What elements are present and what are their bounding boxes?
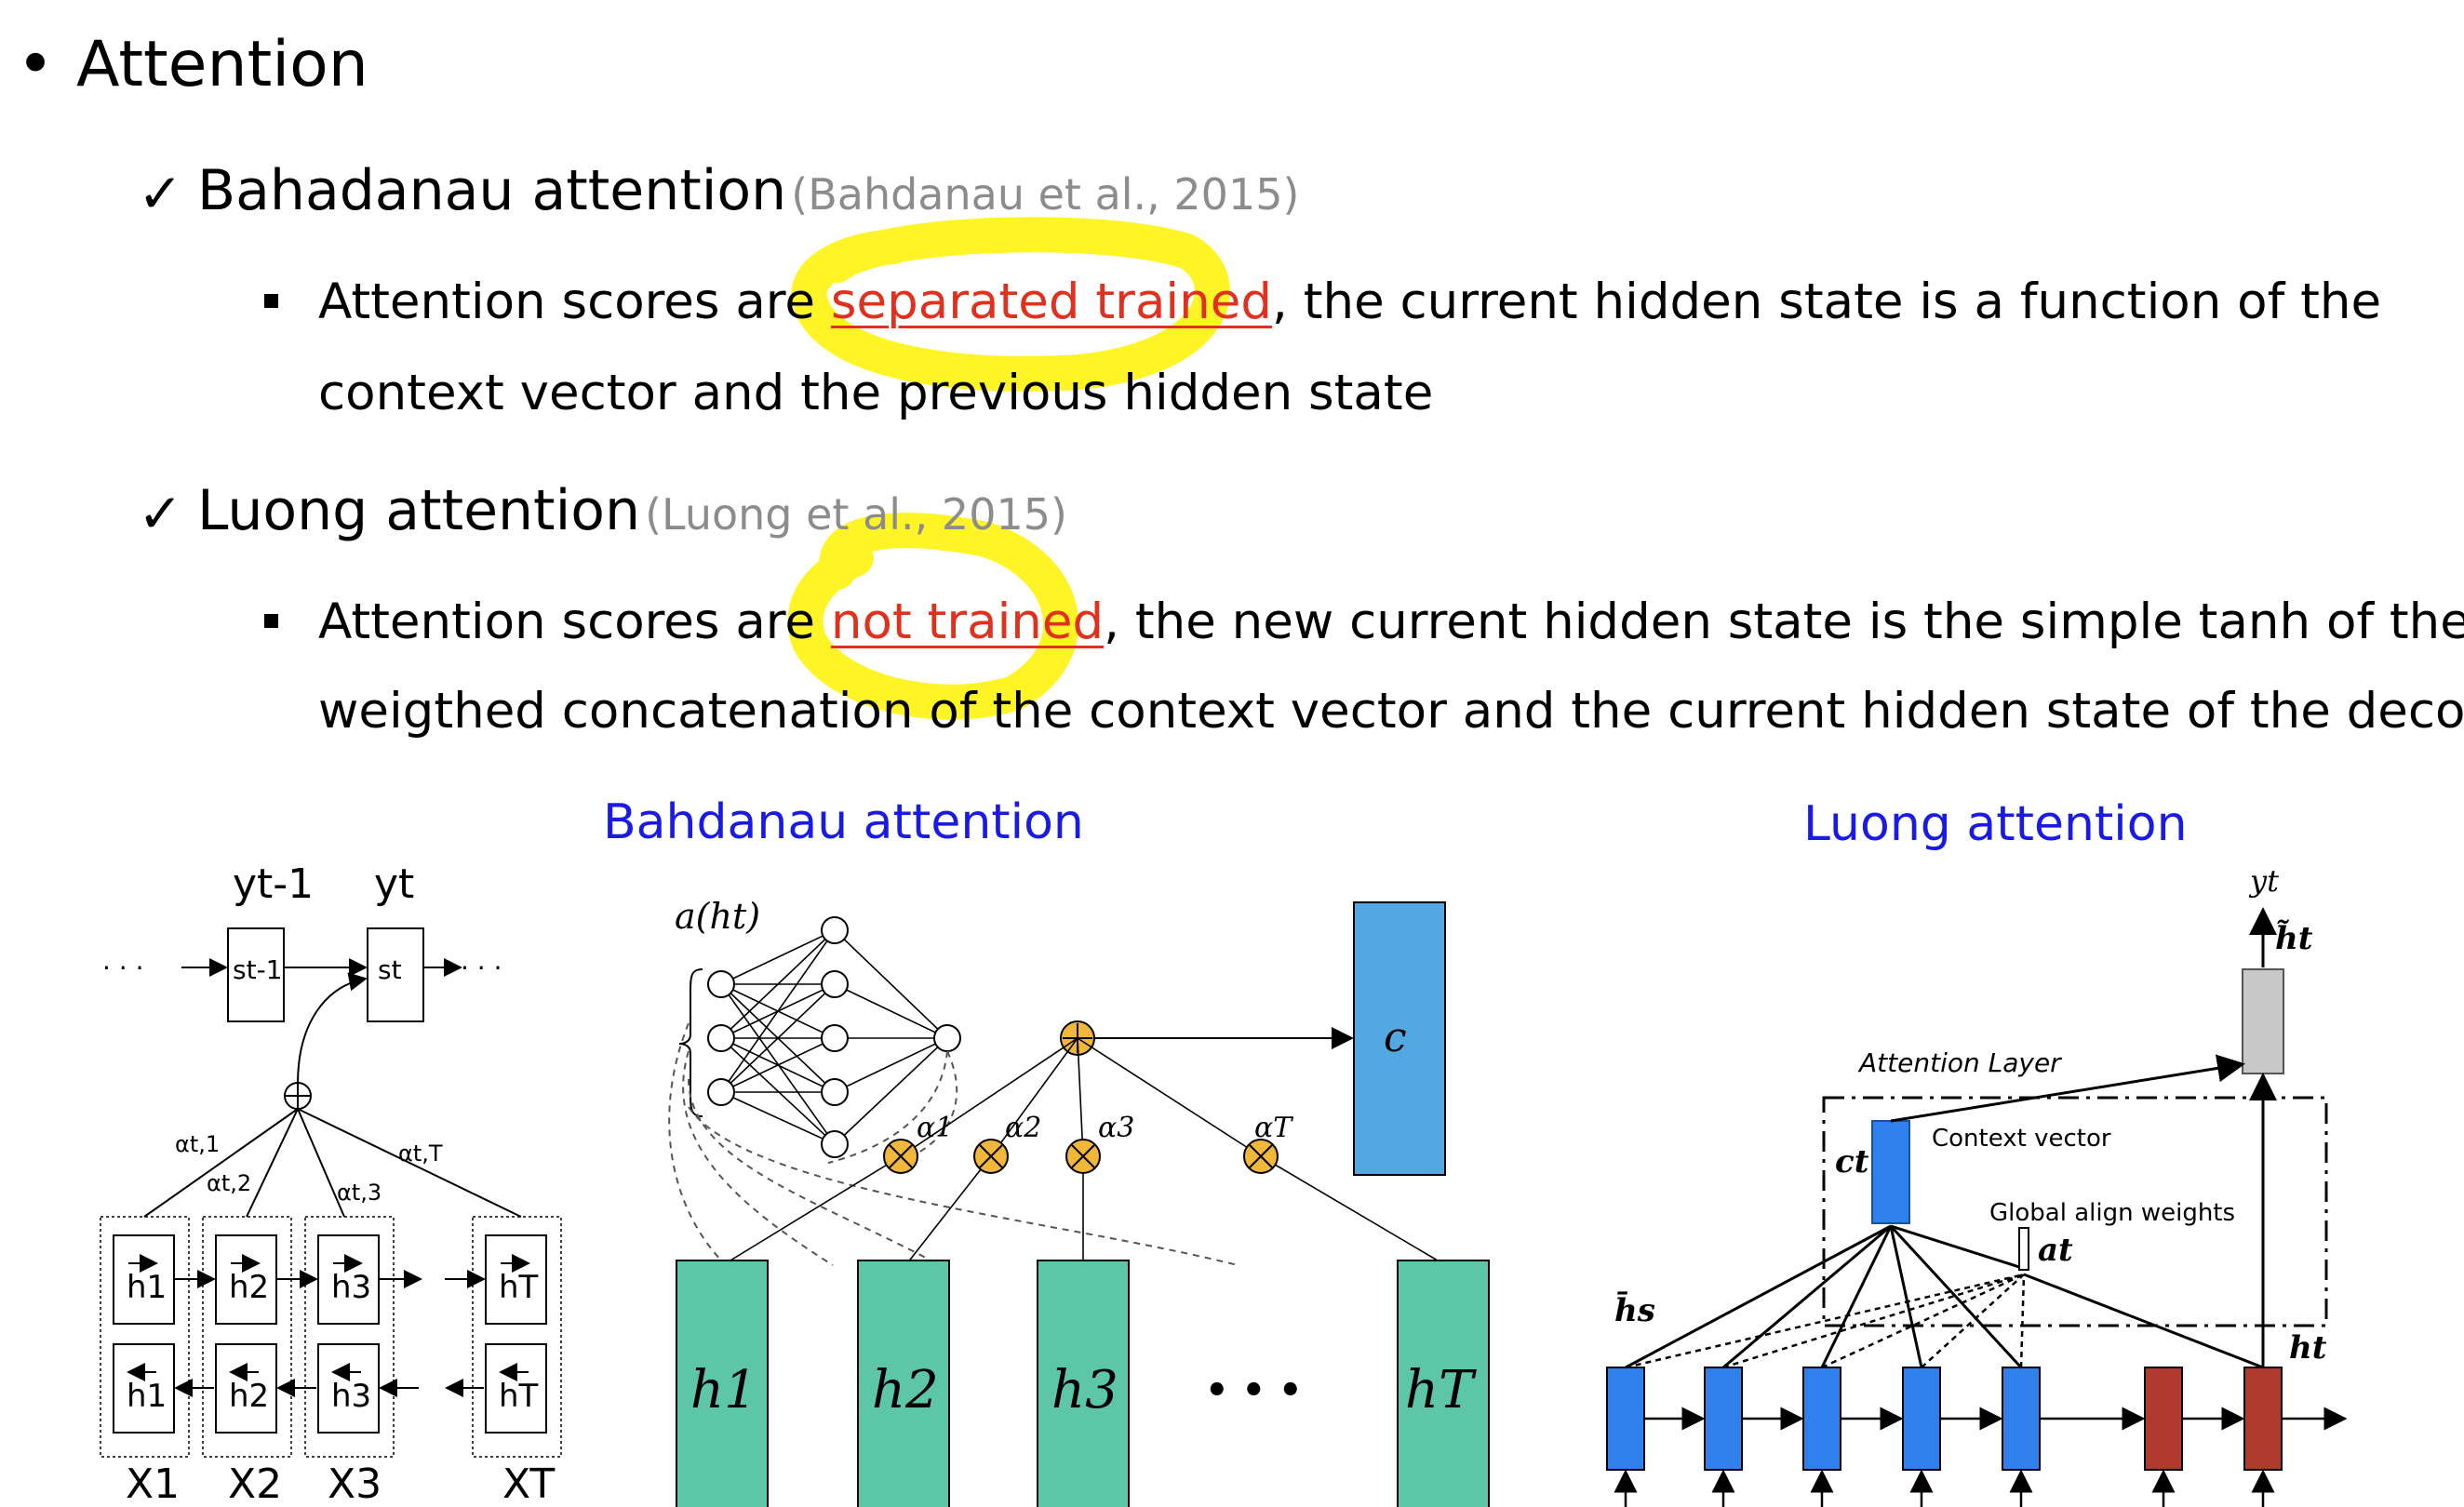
forward-h1: h1: [127, 1269, 167, 1306]
main-bullet: •: [17, 28, 55, 101]
context-vector-box: [1871, 1120, 1910, 1224]
forward-h3: h3: [331, 1269, 371, 1306]
y-prev-label: yt-1: [233, 860, 314, 908]
bahdanau-diagram: a(ht) c: [668, 896, 1490, 1507]
ellipsis: • • •: [1205, 1369, 1303, 1412]
encoder-state-box: [1902, 1367, 1941, 1471]
attention-layer-label: Attention Layer: [1857, 1047, 2062, 1078]
dots-right: · · ·: [461, 953, 502, 983]
s-cur-label: st: [378, 954, 402, 985]
s-prev-box: [227, 927, 285, 1022]
hidden-h2: h2: [872, 1360, 939, 1420]
alpha-t: αT: [1254, 1112, 1293, 1144]
input-x3: X3: [328, 1460, 382, 1507]
figure-title-bahdanau: Bahdanau attention: [603, 794, 1084, 850]
section-text-line1: Attention scores are separated trained, …: [318, 270, 2381, 335]
citation: (Bahdanau et al., 2015): [791, 169, 1300, 220]
decoder-state-box: [2144, 1367, 2183, 1471]
square-bullet-icon: [264, 294, 278, 308]
section-text-line2: context vector and the previous hidden s…: [318, 365, 1434, 421]
section-heading: Luong attention (Luong et al., 2015): [197, 473, 1067, 548]
backward-h3: h3: [331, 1378, 371, 1415]
alpha-1-label: αt,1: [175, 1131, 220, 1157]
context-vector-label: Context vector: [1932, 1125, 2111, 1153]
s-prev-label: st-1: [233, 954, 282, 985]
hidden-state-box: [1397, 1260, 1490, 1507]
alpha-weights: [883, 1139, 1279, 1174]
global-align-label: Global align weights: [1989, 1199, 2235, 1227]
encoder-state-box: [1704, 1367, 1743, 1471]
input-x2: X2: [228, 1460, 282, 1507]
highlighted-phrase: not trained: [830, 593, 1105, 650]
hidden-state-box: [676, 1260, 769, 1507]
check-icon: ✓: [138, 482, 183, 545]
hidden-h1: h1: [690, 1360, 757, 1420]
square-bullet-icon: [264, 614, 278, 628]
score-function-label: a(ht): [675, 896, 760, 937]
hidden-state-box: [1037, 1260, 1130, 1507]
output-yt: yt: [2248, 865, 2279, 899]
alpha-2-label: αt,2: [207, 1170, 251, 1196]
context-label: c: [1384, 1014, 1407, 1061]
s-cur-box: [367, 927, 424, 1022]
alpha-1: α1: [917, 1112, 953, 1144]
forward-hT: hT: [499, 1269, 539, 1306]
highlighted-phrase: separated trained: [830, 273, 1272, 330]
hs-label: h̄s: [1614, 1291, 1655, 1329]
text-before: Attention scores are: [318, 273, 831, 330]
input-x1: X1: [126, 1460, 180, 1507]
section-heading: Bahadanau attention (Bahdanau et al., 20…: [197, 153, 1299, 228]
figure-title-luong: Luong attention: [1803, 796, 2188, 852]
ht-label: ht: [2289, 1329, 2327, 1367]
decoder-state-box: [2243, 1367, 2283, 1471]
backward-hT: hT: [499, 1378, 539, 1415]
section-title: Bahadanau attention: [197, 158, 787, 223]
y-cur-label: yt: [374, 860, 414, 908]
backward-h2: h2: [229, 1378, 269, 1415]
section-text-line2: weigthed concatenation of the context ve…: [318, 683, 2464, 740]
input-xT: XT: [502, 1460, 555, 1507]
backward-h1: h1: [127, 1378, 167, 1415]
text-after: , the current hidden state is a function…: [1272, 273, 2382, 330]
bidirectional-encoder-diagram: yt-1 yt st-1 st · · · · · · αt,1 αt,2 αt…: [100, 860, 562, 1507]
align-weights-box: [2018, 1227, 2029, 1271]
text-before: Attention scores are: [318, 593, 831, 650]
encoder-state-box: [1802, 1367, 1841, 1471]
attn-hidden-label: h̃t: [2275, 920, 2313, 957]
encoder-state-box: [1606, 1367, 1645, 1471]
slide-title: Attention: [76, 28, 368, 101]
section-text-line1: Attention scores are not trained, the ne…: [318, 590, 2464, 655]
at-label: at: [2038, 1232, 2073, 1269]
ct-label: ct: [1835, 1143, 1869, 1180]
encoder-state-box: [2002, 1367, 2041, 1471]
alpha-t-label: αt,T: [398, 1140, 443, 1167]
luong-diagram: yt h̃t Attention Layer ct Context vector…: [1606, 865, 2348, 1507]
hidden-hT: hT: [1405, 1360, 1477, 1420]
citation: (Luong et al., 2015): [645, 489, 1067, 540]
context-vector-box: [1353, 901, 1446, 1176]
hidden-state-box: [857, 1260, 950, 1507]
alpha-2: α2: [1005, 1112, 1041, 1144]
attn-hidden-box: [2242, 968, 2284, 1074]
alpha-3-label: αt,3: [337, 1180, 382, 1206]
section-title: Luong attention: [197, 478, 640, 543]
alpha-3: α3: [1098, 1112, 1134, 1144]
forward-h2: h2: [229, 1269, 269, 1306]
dots-left: · · ·: [102, 953, 144, 983]
check-icon: ✓: [138, 162, 183, 225]
text-after: , the new current hidden state is the si…: [1104, 593, 2464, 650]
hidden-h3: h3: [1051, 1360, 1118, 1420]
